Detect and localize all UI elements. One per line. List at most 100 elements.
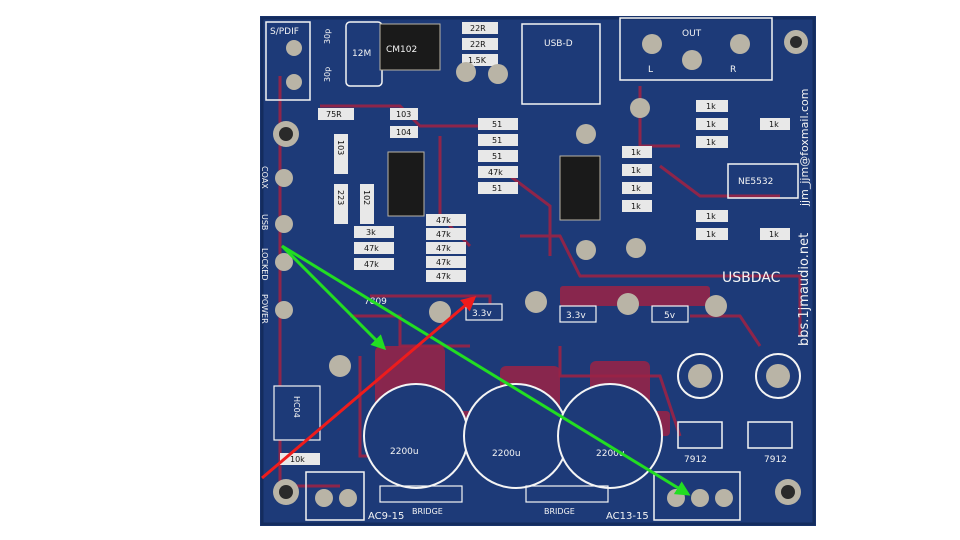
ac13-15-pad-c (715, 489, 733, 507)
label-47k-c: 47k (436, 230, 451, 239)
resistor-column-47k: 47k 47k 47k 47k 47k (426, 214, 466, 282)
label-104-a: 104 (396, 128, 411, 137)
label-2200u-b: 2200u (492, 449, 521, 459)
label-1k-f: 1k (706, 120, 716, 129)
spdif-pad-2 (286, 74, 302, 90)
label-usb-d: USB-D (544, 39, 573, 49)
label-hc04: HC04 (292, 396, 301, 418)
cap-100u-right-body (766, 364, 790, 388)
reg-5v (651, 305, 689, 323)
small-capacitors (329, 62, 727, 377)
label-10k: 10k (290, 455, 305, 464)
label-1k-a: 1k (631, 148, 641, 157)
label-1k-d: 1k (631, 202, 641, 211)
resistor-column-center: 51 51 51 47k 51 (478, 118, 518, 194)
reg-7912-b (747, 421, 793, 449)
ac9-15-connector (305, 471, 365, 521)
ne5532-outline (727, 163, 799, 199)
label-51-c: 51 (492, 152, 502, 161)
label-ac13-15: AC13-15 (606, 511, 649, 522)
out-header-outline (619, 17, 773, 81)
label-103-b: 103 (336, 140, 345, 155)
label-cm102: CM102 (386, 45, 417, 55)
label-bridge-left: BRIDGE (412, 507, 443, 516)
label-3v3-a: 3.3v (472, 309, 492, 319)
label-30p-top: 30p (323, 29, 332, 44)
board-inner-shade (260, 16, 816, 526)
cap-100u-left (677, 353, 723, 399)
label-7912-a: 7912 (684, 455, 707, 465)
label-47k-b: 47k (436, 216, 451, 225)
label-3v3-b: 3.3v (566, 311, 586, 321)
label-47k-f: 47k (436, 272, 451, 281)
label-22r-b: 22R (470, 40, 486, 49)
label-51-a: 51 (492, 120, 502, 129)
ac9-15-pad-b (339, 489, 357, 507)
label-l: L (648, 65, 653, 75)
ac13-15-connector (653, 471, 741, 521)
label-usb: USB (260, 214, 269, 230)
out-pad-right (730, 34, 750, 54)
label-1k-j: 1k (769, 120, 779, 129)
bridge-right (525, 485, 609, 503)
red-arrow-to-3v3 (261, 296, 477, 480)
label-51-d: 51 (492, 184, 502, 193)
label-1k-g: 1k (706, 138, 716, 147)
label-47k-d: 47k (436, 244, 451, 253)
label-3k: 3k (366, 228, 376, 237)
label-r: R (730, 65, 736, 75)
label-1k-k: 1k (769, 230, 779, 239)
label-47k-g: 47k (364, 244, 379, 253)
spdif-pad-1 (286, 40, 302, 56)
website-text: bbs.1jmaudio.net (797, 233, 812, 346)
resistor-75r (318, 108, 354, 120)
label-22r-a: 22R (470, 24, 486, 33)
product-name: USBDAC (722, 270, 781, 286)
spdif-outline (265, 21, 311, 101)
hc04-chip (273, 385, 321, 441)
email-text: jjm_jjm@foxmail.com (798, 89, 811, 208)
center-chip (559, 155, 601, 221)
label-47k-h: 47k (364, 260, 379, 269)
reg-7912-a (677, 421, 723, 449)
label-5v: 5v (664, 311, 676, 321)
label-223: 223 (336, 190, 345, 205)
label-2200u-a: 2200u (390, 447, 419, 457)
ac13-15-pad-b (691, 489, 709, 507)
label-47k-a: 47k (488, 168, 503, 177)
label-locked: LOCKED (260, 248, 269, 281)
cap-100u-right (755, 353, 801, 399)
resistor-column-1k: 1k 1k 1k 1k 1k 1k 1k 1k 1k 1k 1k (622, 100, 790, 240)
label-1k-i: 1k (706, 230, 716, 239)
label-75r: 75R (326, 110, 342, 119)
label-power: POWER (260, 294, 269, 324)
label-102-a: 102 (362, 190, 371, 205)
label-coax: COAX (260, 166, 269, 189)
label-51-b: 51 (492, 136, 502, 145)
cap-100u-left-body (688, 364, 712, 388)
label-1-5k: 1.5K (468, 56, 487, 65)
led-column (275, 169, 293, 319)
ac9-15-pad-a (315, 489, 333, 507)
label-ac9-15: AC9-15 (368, 511, 404, 522)
ceramic-left-column: 103 104 103 223 102 (334, 108, 418, 224)
green-arrow-to-ac13-15 (281, 244, 691, 496)
label-1k-c: 1k (631, 184, 641, 193)
out-pad-center (682, 50, 702, 70)
label-1k-e: 1k (706, 102, 716, 111)
reg-3v3-b (559, 305, 597, 323)
label-47k-e: 47k (436, 258, 451, 267)
label-spdif: S/PDIF (270, 27, 299, 37)
label-1k-b: 1k (631, 166, 641, 175)
label-7912-b: 7912 (764, 455, 787, 465)
label-ne5532: NE5532 (738, 177, 773, 187)
usb-d-outline (521, 23, 601, 105)
green-arrow-to-regulator (280, 244, 387, 351)
label-30p-bottom: 30p (323, 67, 332, 82)
resistor-column-left: 3k 47k 47k (354, 226, 394, 270)
label-out: OUT (682, 29, 702, 39)
resistor-row-top: 22R 22R 1.5K (462, 22, 498, 66)
label-bridge-right: BRIDGE (544, 507, 575, 516)
left-chip (387, 151, 425, 217)
